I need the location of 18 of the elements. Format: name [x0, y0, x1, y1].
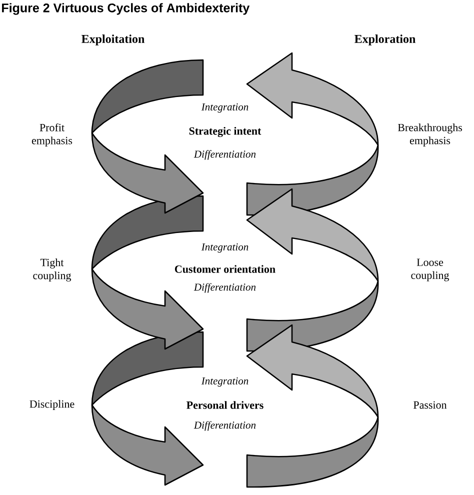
cycle-label: Strategic intent: [189, 126, 262, 138]
cycle-label: Integration: [201, 103, 248, 113]
side-label: Discipline: [30, 400, 74, 410]
side-label: Passion: [414, 401, 447, 409]
side-label: Profit emphasis: [32, 123, 72, 147]
cycle-label: Differentiation: [194, 283, 256, 293]
cycle-label: Differentiation: [194, 421, 256, 431]
cycle-label: Personal drivers: [186, 401, 264, 409]
cycle-label: Customer orientation: [174, 265, 276, 273]
figure-title: Figure 2 Virtuous Cycles of Ambidexterity: [2, 3, 250, 15]
cycle-label: Integration: [201, 243, 248, 253]
cycle-label: Differentiation: [194, 150, 256, 160]
cycle-label: Integration: [201, 377, 248, 387]
side-label: Loose coupling: [411, 258, 450, 282]
heading: Exploitation: [82, 34, 144, 46]
side-label: Breakthroughs emphasis: [398, 124, 462, 146]
heading: Exploration: [354, 34, 416, 46]
side-label: Tight coupling: [33, 258, 72, 282]
